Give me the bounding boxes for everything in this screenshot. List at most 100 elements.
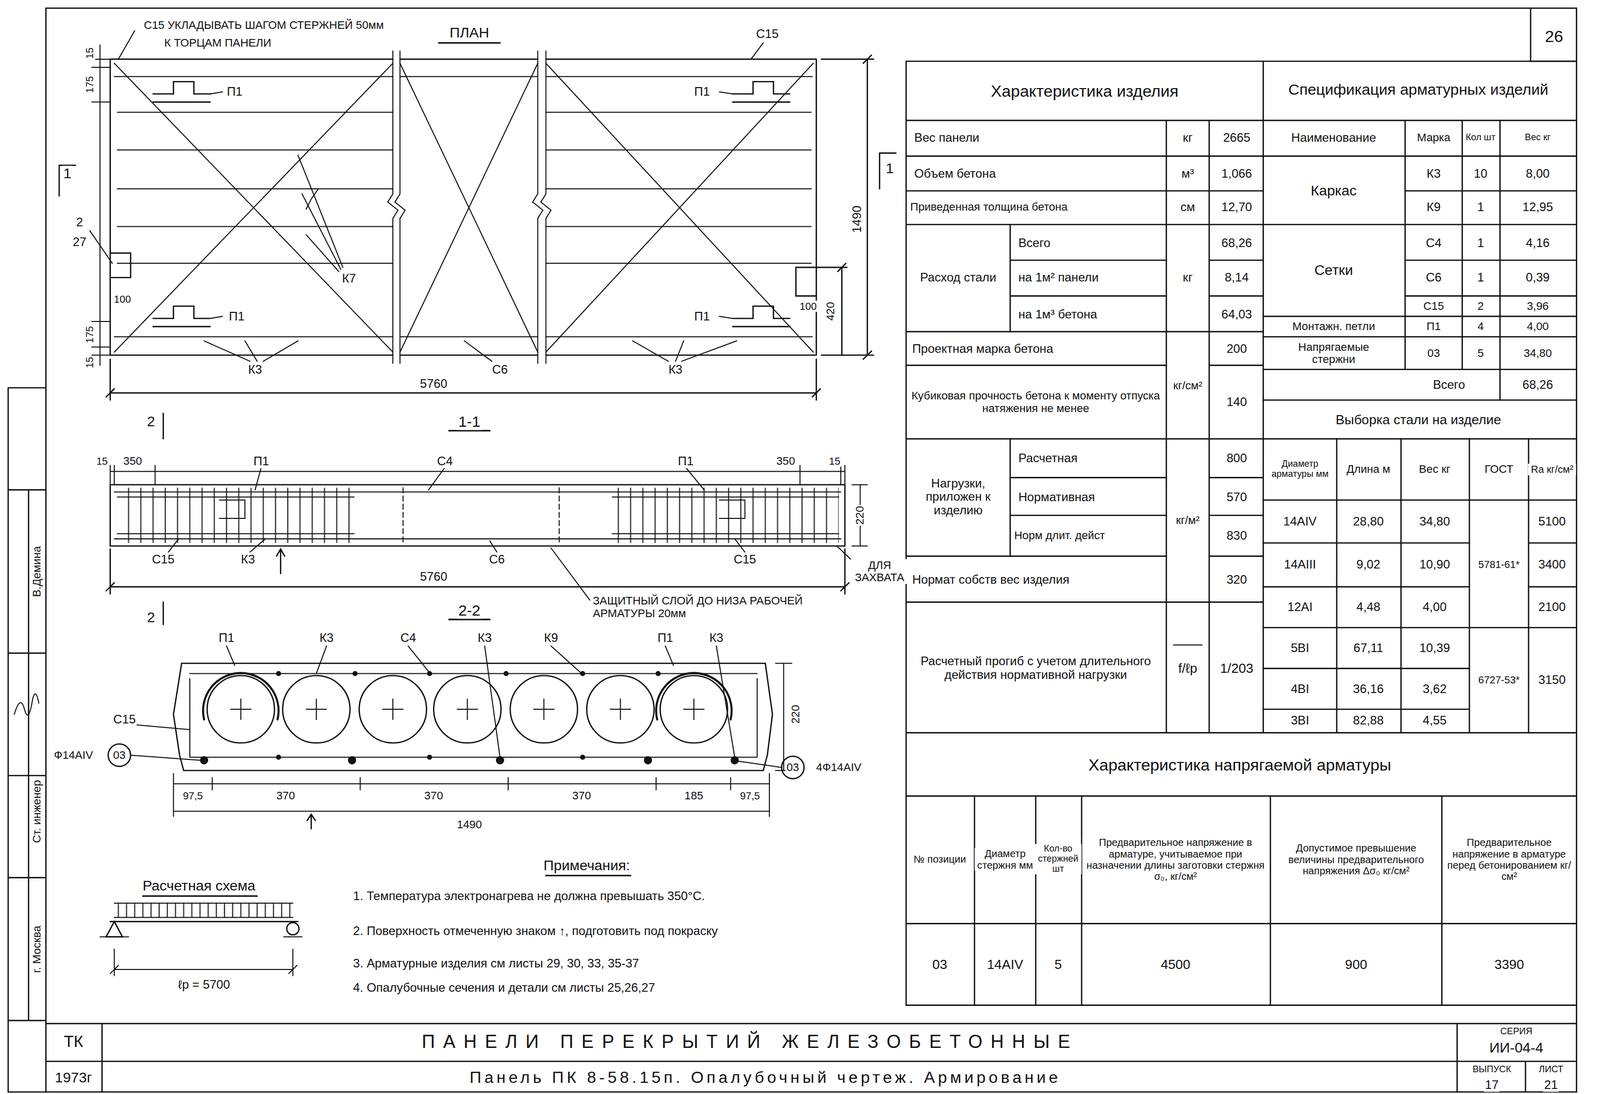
drawing-label: 4,16 (1524, 235, 1551, 250)
drawing-label: П1 (225, 85, 244, 99)
drawing-label: Панель ПК 8-58.15п. Опалубочный чертеж. … (468, 1068, 1062, 1087)
drawing-label: кг (1181, 131, 1194, 145)
drawing-label: Нормативная (1017, 489, 1096, 504)
design-scheme (142, 894, 258, 897)
drawing-label: 5760 (419, 377, 449, 391)
drawing-label: 1,066 (1220, 166, 1254, 181)
drawing-label: 100 (112, 293, 133, 305)
section-1-1 (106, 413, 868, 625)
section-1-1 (162, 413, 164, 625)
section-1-1 (106, 549, 850, 595)
table-grid (1173, 644, 1202, 646)
section-2-2 (230, 699, 705, 720)
drawing-label: К3 (247, 362, 264, 377)
drawing-label: К3 (239, 552, 257, 566)
design-scheme (110, 920, 299, 923)
drawing-label: 3150 (1537, 672, 1567, 687)
section-1-1 (276, 549, 285, 574)
drawing-label: 2 (75, 215, 85, 230)
section-1-1 (168, 538, 856, 600)
section-2-2 (448, 618, 490, 621)
section-1-1 (402, 487, 559, 544)
drawing-label: 3,62 (1421, 681, 1448, 696)
design-scheme (114, 903, 294, 918)
drawing-label: 370 (275, 789, 297, 802)
drawing-label: 03 (1426, 346, 1442, 359)
drawing-label: П1 (252, 454, 271, 469)
drawing-label: 28,80 (1351, 514, 1385, 529)
sheet-frame (14, 693, 39, 715)
drawing-label: 03 (931, 957, 949, 972)
drawing-label: 14АIV (986, 957, 1024, 972)
drawing-label: 220 (853, 505, 867, 526)
drawing-label: К3 (1425, 166, 1443, 181)
drawing-label: 97,5 (181, 790, 204, 802)
drawing-label: 100 (798, 300, 818, 312)
drawing-label: кг/см² (1172, 379, 1204, 392)
design-scheme (100, 936, 303, 938)
drawing-label: Расчетная схема (141, 877, 257, 894)
drawing-label: 3. Арматурные изделия см листы 29, 30, 3… (352, 956, 641, 971)
section-2-2 (275, 670, 281, 676)
section-2-2 (427, 670, 433, 676)
design-scheme (546, 874, 631, 877)
drawing-label: С6 (1424, 270, 1443, 285)
drawing-label: К3 (667, 362, 684, 377)
drawing-label: 320 (1225, 572, 1248, 587)
drawing-label: 12АI (1286, 600, 1314, 614)
drawing-label: П1 (1425, 320, 1442, 333)
drawing-label: на 1м² панели (1017, 270, 1100, 285)
section-2-2 (352, 670, 358, 676)
drawing-label: 15 (828, 455, 842, 467)
drawing-label: 15 (84, 355, 96, 369)
drawing-label: 34,80 (1522, 346, 1553, 359)
drawing-label: 4,00 (1421, 600, 1448, 614)
plan-view (110, 253, 817, 297)
plan-view (106, 359, 821, 401)
drawing-label: 68,26 (1521, 378, 1555, 392)
drawing-label: 1 (1475, 200, 1485, 215)
drawing-label: 4,48 (1355, 600, 1382, 614)
drawing-label: П1 (693, 85, 712, 99)
drawing-label: 1. Температура электронагрева не должна … (352, 889, 707, 904)
drawing-label: 1 (884, 160, 895, 177)
drawing-label: 0,39 (1524, 270, 1551, 285)
plan-view (438, 42, 501, 44)
plan-view (732, 81, 790, 327)
drawing-label: С6 (490, 362, 509, 377)
drawing-label: К9 (543, 631, 560, 645)
drawing-label: 4,55 (1421, 713, 1448, 728)
drawing-label: П1 (227, 309, 246, 324)
section-1-1 (851, 484, 868, 547)
drawing-label: 2 (1476, 300, 1485, 313)
drawing-label: Длина м (1339, 463, 1398, 476)
drawing-label: Каркас (1309, 182, 1359, 199)
drawing-label: № позиции (907, 853, 973, 865)
section-1-1 (117, 497, 839, 535)
drawing-label: С4 (435, 454, 454, 469)
drawing-label: 4 (1476, 320, 1485, 333)
plan-view (110, 59, 817, 356)
drawing-label: К9 (1425, 200, 1443, 215)
drawing-label: ВЫПУСК (1471, 1064, 1512, 1075)
drawing-label: С15 (112, 712, 137, 727)
section-1-1 (117, 487, 355, 544)
drawing-label: 5100 (1537, 514, 1567, 529)
drawing-label: 6727-53* (1477, 674, 1522, 686)
plan-view (210, 91, 733, 319)
drawing-label: 1-1 (457, 413, 482, 430)
drawing-label: Кол-во стержней шт (1034, 843, 1082, 875)
section-2-2 (189, 673, 758, 757)
drawing-label: 12,70 (1220, 200, 1254, 215)
drawing-label: С15 (150, 552, 176, 566)
drawing-label: 2 (146, 413, 157, 430)
drawing-label: Ф14АIV (53, 749, 95, 762)
drawing-label: 9,02 (1355, 557, 1382, 572)
drawing-label: 5760 (419, 569, 449, 584)
design-scheme (110, 949, 298, 976)
section-2-2 (199, 756, 209, 765)
drawing-label: Кол шт (1464, 132, 1497, 143)
drawing-label: 5781-61* (1477, 558, 1522, 570)
drawing-label: 12,95 (1521, 200, 1555, 215)
